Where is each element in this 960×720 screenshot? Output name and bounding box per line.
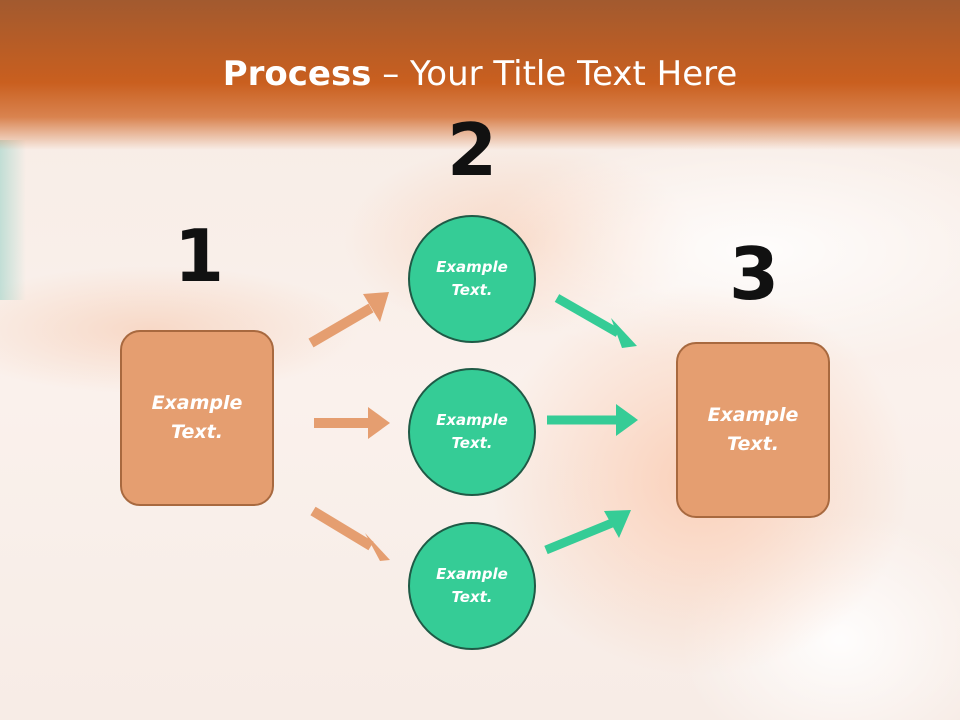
green-arrow-down bbox=[554, 294, 637, 348]
step-1-box[interactable]: Example Text. bbox=[120, 330, 274, 506]
green-arrow-up bbox=[544, 510, 631, 555]
step-2-number: 2 bbox=[446, 108, 498, 192]
title-bold: Process bbox=[222, 54, 372, 94]
step-2-circle-1[interactable]: Example Text. bbox=[408, 215, 536, 343]
orange-arrow-middle bbox=[314, 407, 390, 439]
step-2-circle-2-label: Example Text. bbox=[436, 411, 508, 452]
step-1-label: Example Text. bbox=[151, 392, 243, 443]
background-accent bbox=[0, 140, 26, 300]
orange-arrow-up bbox=[308, 292, 389, 348]
step-1-number: 1 bbox=[173, 214, 225, 298]
step-2-circle-3-label: Example Text. bbox=[436, 565, 508, 606]
green-arrow-middle bbox=[547, 404, 638, 436]
slide-title[interactable]: Process – Your Title Text Here bbox=[0, 52, 960, 96]
title-rest: – Your Title Text Here bbox=[371, 54, 738, 94]
orange-arrow-down bbox=[310, 506, 390, 561]
step-3-number: 3 bbox=[728, 232, 780, 316]
step-2-circle-1-label: Example Text. bbox=[436, 258, 508, 299]
step-3-box[interactable]: Example Text. bbox=[676, 342, 830, 518]
step-2-circle-3[interactable]: Example Text. bbox=[408, 522, 536, 650]
step-3-label: Example Text. bbox=[707, 404, 799, 455]
header-band bbox=[0, 0, 960, 150]
step-2-circle-2[interactable]: Example Text. bbox=[408, 368, 536, 496]
